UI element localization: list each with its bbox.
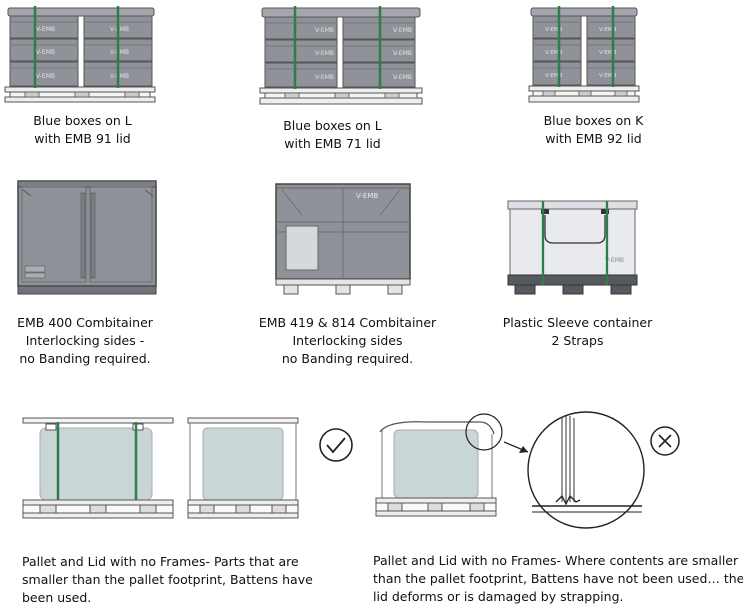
sleeve-body bbox=[509, 204, 636, 276]
box-brand-label: V-EMB bbox=[599, 73, 617, 79]
container-brand-label: V-EMB bbox=[356, 192, 378, 200]
straps bbox=[293, 6, 382, 89]
detail-magnified bbox=[527, 411, 645, 529]
lid bbox=[261, 7, 421, 18]
panel-emb400-figure bbox=[17, 180, 157, 295]
box-brand-label: V-EMB bbox=[599, 27, 617, 33]
pallet bbox=[187, 499, 299, 506]
box-brand-label: V-EMB bbox=[36, 49, 55, 56]
panel-l71-caption: Blue boxes on L with EMB 71 lid bbox=[283, 118, 382, 151]
sleeve-base bbox=[507, 274, 638, 286]
check-circle-icon bbox=[319, 428, 353, 462]
pallet bbox=[259, 87, 423, 105]
battens-not-used-figure bbox=[375, 411, 645, 529]
detail-arrow bbox=[503, 441, 529, 453]
box-brand-label: V-EMB bbox=[393, 50, 412, 57]
box-brand-label: V-EMB bbox=[110, 73, 129, 80]
bottom-right-caption: Pallet and Lid with no Frames- Where con… bbox=[373, 553, 743, 604]
lid bbox=[22, 417, 174, 424]
container-base bbox=[17, 285, 157, 295]
box-brand-label: V-EMB bbox=[110, 49, 129, 56]
box-stack bbox=[532, 15, 636, 86]
panel-l91-caption: Blue boxes on L with EMB 91 lid bbox=[33, 113, 132, 146]
deformed-lid bbox=[379, 421, 495, 435]
straps bbox=[56, 422, 138, 500]
sleeve-lid bbox=[507, 200, 638, 210]
pallet bbox=[375, 497, 497, 504]
box-stack bbox=[9, 15, 153, 87]
sleeve-brand-label: V-EMB bbox=[605, 257, 624, 264]
lid bbox=[187, 417, 299, 424]
front-view bbox=[22, 417, 174, 519]
panel-l91-figure: V-EMB V-EMB V-EMB V-EMB V-EMB V-EMB bbox=[4, 6, 156, 103]
pallet bbox=[22, 499, 174, 506]
box-labels: V-EMB V-EMB V-EMB V-EMB V-EMB V-EMB bbox=[315, 27, 412, 81]
panel-l71-figure: V-EMB V-EMB V-EMB V-EMB V-EMB V-EMB bbox=[259, 6, 423, 105]
contents bbox=[202, 427, 284, 501]
cross-circle-icon bbox=[650, 426, 680, 456]
box-labels: V-EMB V-EMB V-EMB V-EMB V-EMB V-EMB bbox=[36, 26, 129, 80]
straps bbox=[541, 201, 609, 285]
box-brand-label: V-EMB bbox=[545, 50, 563, 56]
bottom-left-caption: Pallet and Lid with no Frames- Parts tha… bbox=[22, 554, 313, 605]
box-brand-label: V-EMB bbox=[110, 26, 129, 33]
pallet bbox=[528, 85, 640, 103]
panel-sleeve-figure: V-EMB bbox=[507, 200, 638, 295]
box-brand-label: V-EMB bbox=[545, 73, 563, 79]
panel-sleeve-caption: Plastic Sleeve container 2 Straps bbox=[502, 315, 653, 348]
panel-k92-caption: Blue boxes on K with EMB 92 lid bbox=[543, 113, 644, 146]
box-brand-label: V-EMB bbox=[36, 26, 55, 33]
panel-emb419-figure: V-EMB bbox=[275, 183, 411, 295]
box-brand-label: V-EMB bbox=[393, 74, 412, 81]
box-brand-label: V-EMB bbox=[315, 27, 334, 34]
box-labels: V-EMB V-EMB V-EMB V-EMB V-EMB V-EMB bbox=[545, 27, 617, 79]
panel-emb400-caption: EMB 400 Combitainer Interlocking sides -… bbox=[17, 315, 153, 366]
lid bbox=[530, 7, 638, 17]
box-brand-label: V-EMB bbox=[36, 73, 55, 80]
side-view bbox=[375, 413, 503, 517]
box-brand-label: V-EMB bbox=[393, 27, 412, 34]
panel-emb419-caption: EMB 419 & 814 Combitainer Interlocking s… bbox=[258, 315, 437, 366]
box-brand-label: V-EMB bbox=[599, 50, 617, 56]
box-brand-label: V-EMB bbox=[315, 74, 334, 81]
box-brand-label: V-EMB bbox=[315, 50, 334, 57]
contents bbox=[393, 429, 479, 499]
straps bbox=[557, 6, 615, 87]
side-view bbox=[187, 417, 299, 519]
straps bbox=[33, 6, 120, 88]
box-brand-label: V-EMB bbox=[545, 27, 563, 33]
lid bbox=[7, 7, 155, 17]
panel-k92-figure: V-EMB V-EMB V-EMB V-EMB V-EMB V-EMB bbox=[528, 6, 640, 103]
detail-marker bbox=[465, 413, 503, 451]
pallet bbox=[4, 86, 156, 103]
battens-used-figure bbox=[22, 417, 299, 519]
container-base bbox=[275, 278, 411, 286]
